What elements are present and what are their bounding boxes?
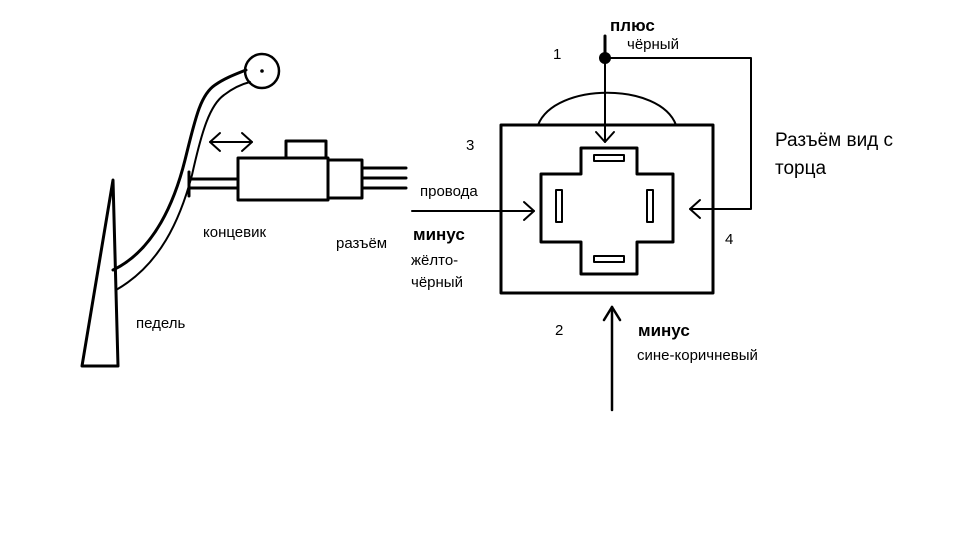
- switch-label: концевик: [203, 224, 267, 241]
- pin2-arrowhead: [602, 305, 622, 322]
- pin-1: [593, 154, 625, 162]
- pin3-arrowhead: [523, 201, 535, 221]
- connector-body: [326, 158, 364, 200]
- blue-brown-label: сине-коричневый: [637, 347, 758, 364]
- minus-left-label: минус: [413, 225, 465, 244]
- switch-body: [236, 156, 330, 202]
- connector-latch: [537, 91, 677, 126]
- pin-2: [593, 255, 625, 263]
- pin-number-3: 3: [466, 137, 475, 154]
- pin1-arrowhead: [595, 131, 615, 143]
- yellow-black-label: жёлто-чёрный: [411, 252, 463, 291]
- pin-number-1: 1: [553, 46, 562, 63]
- plus-label: плюс: [610, 16, 655, 35]
- pedal-label: педель: [136, 315, 186, 332]
- pin-4: [646, 189, 654, 223]
- wires-label: провода: [420, 183, 478, 200]
- connector-view-label: Разъём вид с торца: [775, 130, 894, 179]
- pedal-arm: [111, 68, 248, 272]
- plus-loop-to-pin4: [604, 57, 752, 210]
- pin-number-4: 4: [725, 231, 734, 248]
- pedal-pad: [243, 52, 281, 90]
- pedal-pad-center: [260, 69, 264, 73]
- black-label: чёрный: [627, 36, 679, 53]
- minus-bottom-label: минус: [638, 321, 690, 340]
- pin-3: [555, 189, 563, 223]
- pin-number-2: 2: [555, 322, 564, 339]
- switch-travel-arrow: [209, 132, 253, 152]
- connector-label: разъём: [336, 235, 388, 252]
- pedal-bracket: [80, 178, 120, 368]
- switch-top-block: [284, 139, 328, 160]
- pin4-arrowhead: [689, 199, 701, 219]
- pedal-arm-edge: [115, 81, 251, 291]
- pin-cross-outline: [539, 146, 675, 276]
